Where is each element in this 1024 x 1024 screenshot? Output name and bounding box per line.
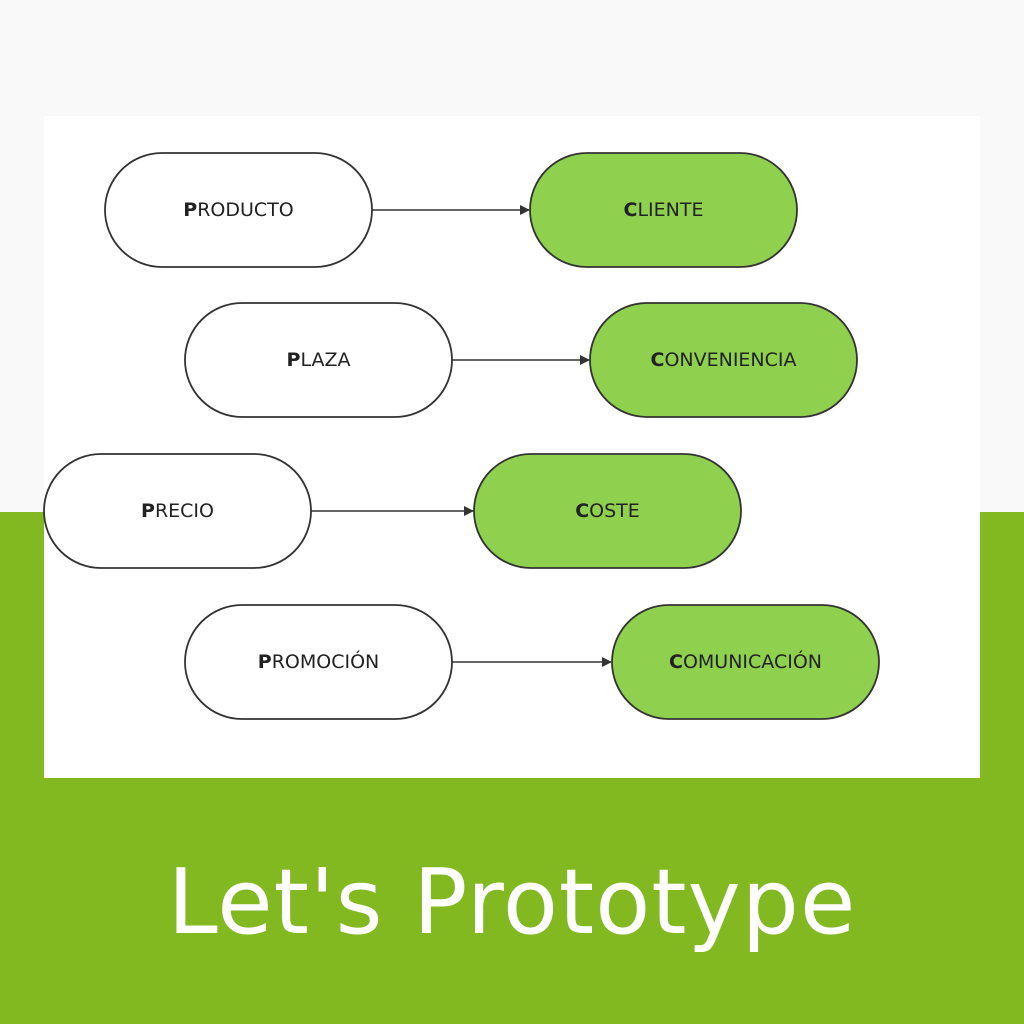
- node-label: OMUNICACIÓN: [683, 649, 822, 673]
- node-label: LAZA: [300, 349, 350, 371]
- svg-text:PROMOCIÓN: PROMOCIÓN: [258, 649, 379, 673]
- node-initial: P: [258, 651, 272, 673]
- node-initial: C: [624, 199, 638, 221]
- node-initial: C: [575, 500, 589, 522]
- svg-text:CLIENTE: CLIENTE: [624, 199, 704, 221]
- node-initial: P: [287, 349, 301, 371]
- node-initial: P: [141, 500, 155, 522]
- node-label: LIENTE: [637, 199, 703, 221]
- svg-text:COMUNICACIÓN: COMUNICACIÓN: [669, 649, 822, 673]
- node-label: ONVENIENCIA: [664, 349, 796, 371]
- node-comunicacion: COMUNICACIÓN: [611, 604, 880, 720]
- node-label: RECIO: [155, 500, 214, 522]
- node-label: OSTE: [589, 500, 640, 522]
- svg-text:PLAZA: PLAZA: [287, 349, 351, 371]
- node-initial: C: [669, 651, 683, 673]
- diagram-row: PRODUCTO CLIENTE: [104, 152, 798, 268]
- diagram-row: PROMOCIÓN COMUNICACIÓN: [184, 604, 880, 720]
- node-label: RODUCTO: [197, 199, 294, 221]
- node-initial: P: [183, 199, 197, 221]
- node-promocion: PROMOCIÓN: [184, 604, 453, 720]
- diagram-row: PRECIO COSTE: [43, 453, 742, 569]
- svg-text:COSTE: COSTE: [575, 500, 640, 522]
- svg-text:CONVENIENCIA: CONVENIENCIA: [650, 349, 796, 371]
- node-coste: COSTE: [473, 453, 742, 569]
- flow-diagram: PRODUCTO CLIENTE PLAZA: [43, 152, 880, 720]
- page-title: Let's Prototype: [167, 850, 857, 955]
- node-label: ROMOCIÓN: [272, 649, 380, 673]
- svg-text:PRECIO: PRECIO: [141, 500, 214, 522]
- node-precio: PRECIO: [43, 453, 312, 569]
- node-producto: PRODUCTO: [104, 152, 373, 268]
- svg-text:PRODUCTO: PRODUCTO: [183, 199, 293, 221]
- node-cliente: CLIENTE: [529, 152, 798, 268]
- node-conveniencia: CONVENIENCIA: [589, 302, 858, 418]
- diagram-card: PRODUCTO CLIENTE PLAZA: [43, 116, 980, 778]
- diagram-row: PLAZA CONVENIENCIA: [184, 302, 858, 418]
- node-initial: C: [650, 349, 664, 371]
- node-plaza: PLAZA: [184, 302, 453, 418]
